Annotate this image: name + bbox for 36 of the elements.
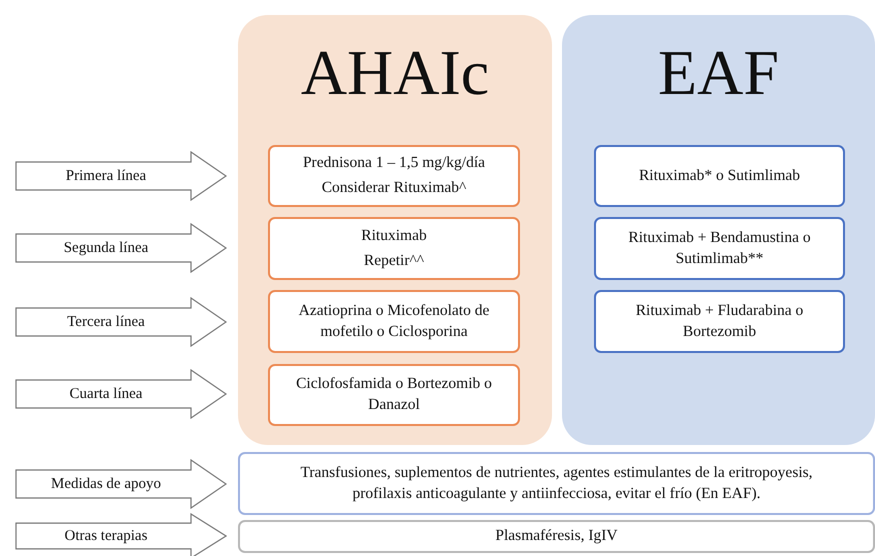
treatment-text: Rituximab + Fludarabina o Bortezomib (634, 300, 804, 342)
row-header-tag (15, 223, 227, 273)
treatment-box (238, 452, 875, 515)
treatment-text: Prednisona 1 – 1,5 mg/kg/día (302, 153, 486, 174)
treatment-text: Ciclofosfamida o Bortezomib o Danazol (295, 374, 493, 415)
treatment-text: Considerar Rituximab^ (322, 178, 466, 198)
row-label: Cuarta línea (70, 386, 142, 402)
treatment-box (594, 145, 845, 207)
treatment-text: Rituximab* o Sutimlimab (638, 166, 800, 186)
treatment-box (268, 145, 520, 207)
treatment-box (594, 217, 845, 280)
row-header-tag (15, 459, 227, 509)
treatment-text: Plasmaféresis, IgIV (495, 526, 618, 546)
treatment-text: Azatioprina o Micofenolato de mofetilo o Ciclosporina (298, 300, 490, 342)
row-header-tag (15, 151, 227, 201)
treatment-text: Rituximab + Bendamustina o Sutimlimab** (627, 228, 812, 268)
column-title: AHAIc (300, 41, 490, 105)
treatment-box (268, 364, 520, 426)
treatment-box (268, 290, 520, 353)
row-header-tag (15, 513, 227, 556)
row-header-tag (15, 369, 227, 419)
column-title: EAF (658, 41, 779, 105)
treatment-text: Rituximab (361, 226, 427, 246)
row-label: Otras terapias (64, 528, 148, 544)
treatment-box (594, 290, 845, 353)
row-label: Segunda línea (64, 240, 148, 256)
treatment-text: Transfusiones, suplementos de nutrientes, agentes estimulantes de la eritropoyesis, profilaxis anticoagulante y antiinfecciosa, evitar el frío (En EAF). (299, 462, 814, 504)
column-panel (238, 15, 552, 445)
row-label: Primera línea (66, 168, 146, 184)
row-label: Medidas de apoyo (51, 476, 161, 492)
column-panel (562, 15, 875, 445)
row-header-tag (15, 297, 227, 347)
treatment-box (268, 217, 520, 280)
row-label: Tercera línea (67, 314, 145, 330)
treatment-text: Repetir^^ (364, 250, 424, 270)
treatment-box (238, 520, 875, 553)
